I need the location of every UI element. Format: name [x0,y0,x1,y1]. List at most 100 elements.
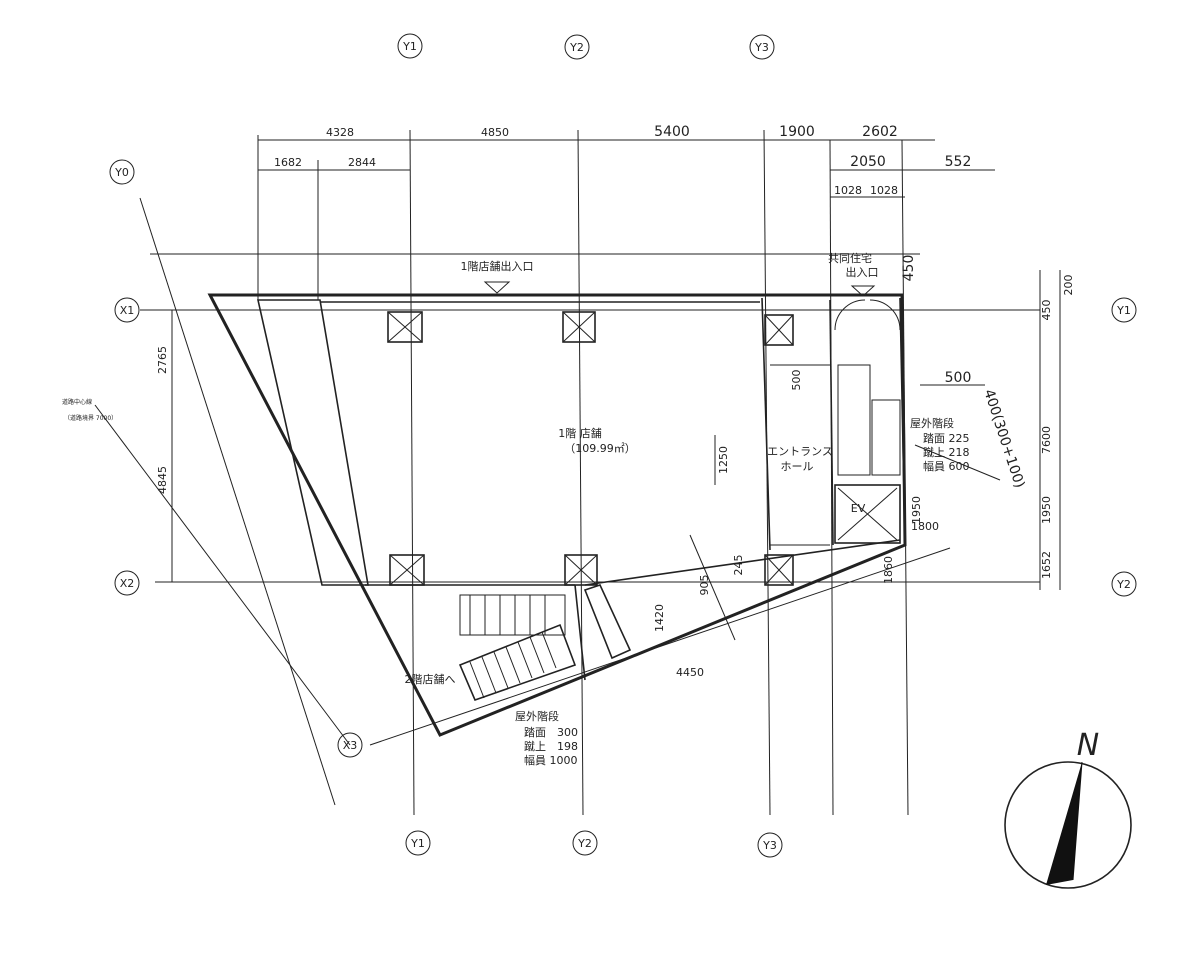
diagonal-wall-west [257,299,369,586]
dim-450-right: 450 [1040,300,1053,321]
label-shop-entrance: 1階店舗出入口 [461,259,534,273]
svg-text:Y1: Y1 [402,40,417,53]
grid-label-x3: X3 [337,732,363,758]
ev-shaft [834,484,901,544]
stair-bottom-row-2: 蹴上 198 [524,739,578,753]
dim-1652: 1652 [1040,551,1053,579]
dimension-lines [171,139,1061,641]
grid-label-y1-bottom: Y1 [405,830,431,856]
dim-500-side: 500 [945,370,972,386]
stair-right-title: 屋外階段 [910,416,954,430]
dim-4845: 4845 [156,466,169,494]
columns [387,311,794,586]
grid-line-y0 [139,197,336,806]
grid-label-y3-top: Y3 [749,34,775,60]
svg-text:Y3: Y3 [754,41,769,54]
stair-bottom-row-1: 踏面 300 [524,725,578,739]
entrance-marker-housing [850,285,876,297]
dim-552: 552 [945,154,972,170]
dim-2050: 2050 [850,154,886,170]
svg-text:X3: X3 [343,739,358,752]
dim-1250: 1250 [717,446,730,474]
stair-bottom-row-3: 幅員 1000 [524,754,578,767]
dim-1950: 1950 [910,496,923,524]
grid-label-y2-right: Y2 [1111,571,1137,597]
door-swing-2 [869,299,901,331]
dim-4450: 4450 [676,666,704,679]
grid-label-y2-top: Y2 [564,34,590,60]
dim-245: 245 [732,555,745,576]
dim-1860: 1860 [882,556,895,584]
stair-spec-right: 屋外階段 踏面 225 蹴上 218 幅員 600 [910,416,970,473]
road-line [94,404,351,746]
dimension-texts: 4328 4850 5400 1900 2602 1682 2844 2050 … [156,124,1075,679]
north-compass: N [1004,728,1132,889]
entrance-marker-shop [483,281,511,294]
grid-label-y0: Y0 [109,159,135,185]
stair-spec-bottom: 屋外階段 踏面 300 蹴上 198 幅員 1000 [515,709,578,767]
grid-labels: Y1 Y2 Y3 Y0 X1 X2 X3 Y1 Y2 Y1 Y2 Y3 [109,33,1137,858]
stair-bottom-title: 屋外階段 [515,709,559,723]
svg-text:Y2: Y2 [577,837,592,850]
dim-500: 500 [790,370,803,391]
column-y1-x1 [387,311,423,343]
door-swing-1 [834,299,866,331]
grid-label-y3-bottom: Y3 [757,832,783,858]
grid-line-y1 [409,129,415,816]
outer-wall [207,293,907,737]
dim-450: 450 [901,255,917,282]
stair-right-b [871,399,901,476]
dim-2765: 2765 [156,346,169,374]
svg-text:Y2: Y2 [1116,578,1131,591]
dim-1028-a: 1028 [834,184,862,197]
label-shop-area: （109.99㎡） [564,442,636,455]
compass-circle [1004,761,1132,889]
label-hall-1: エントランス [767,445,833,458]
label-road-1: 道路中心線 [62,398,92,406]
grid-lines [94,129,1040,816]
stair-right-row-3: 幅員 600 [923,460,970,473]
column-y3-x1 [764,314,794,346]
grid-label-y1-top: Y1 [397,33,423,59]
building-outline [207,293,907,737]
grid-label-y2-bottom: Y2 [572,830,598,856]
svg-text:X2: X2 [120,577,135,590]
label-housing-entrance-1: 共同住宅 [828,251,872,265]
dim-2844: 2844 [348,156,376,169]
dim-1028-b: 1028 [870,184,898,197]
room-labels: 1階店舗出入口 共同住宅 出入口 1階 店舗 （109.99㎡） エントランス … [62,251,879,686]
svg-text:Y1: Y1 [1116,304,1131,317]
dim-905: 905 [698,575,711,596]
dim-2602: 2602 [862,124,898,140]
dim-1900: 1900 [779,124,815,140]
label-housing-entrance-2: 出入口 [846,265,879,279]
label-hall-2: ホール [781,460,814,473]
stair-right-row-1: 踏面 225 [923,431,970,445]
stair-right-row-2: 蹴上 218 [923,445,970,459]
grid-label-x2: X2 [114,570,140,596]
dim-200: 200 [1062,275,1075,296]
dim-4328: 4328 [326,126,354,139]
svg-text:Y3: Y3 [762,839,777,852]
column-y2-x2 [564,554,598,586]
grid-label-y1-right: Y1 [1111,297,1137,323]
stair-bottom [458,584,632,702]
label-shop: 1階 店舗 [558,426,602,440]
svg-text:X1: X1 [120,304,135,317]
svg-text:Y1: Y1 [410,837,425,850]
compass-needle-icon [1046,762,1082,885]
column-y2-x1 [562,311,596,343]
column-y1-x2 [389,554,425,586]
column-y3-x2 [764,554,794,586]
label-shop2: 2階店舗へ [405,672,456,686]
compass-label: N [1077,728,1099,763]
grid-label-x1: X1 [114,297,140,323]
dim-1800: 1800 [911,520,939,533]
dim-4850: 4850 [481,126,509,139]
label-road-2: （道路境界 7000） [64,414,117,422]
dim-1950-right: 1950 [1040,496,1053,524]
svg-text:Y0: Y0 [114,166,129,179]
dim-5400: 5400 [654,124,690,140]
stair-right-a [837,364,871,476]
